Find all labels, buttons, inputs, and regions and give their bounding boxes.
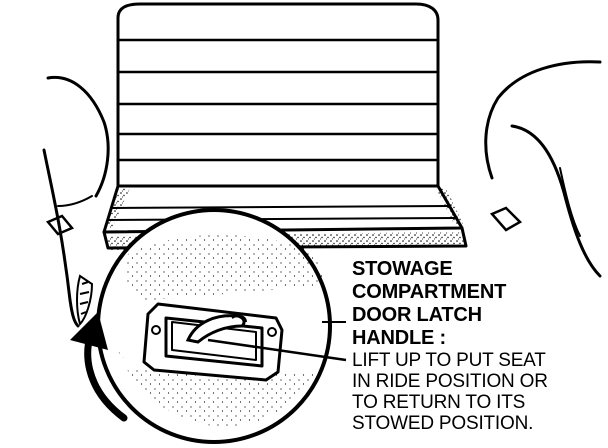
callout-title: STOWAGE COMPARTMENT DOOR LATCH HANDLE :	[352, 258, 507, 349]
curved-arrow-icon	[70, 312, 128, 422]
left-wheel-housing	[46, 75, 110, 198]
right-body-side	[510, 124, 602, 278]
speaker-grille-icon	[76, 274, 94, 326]
right-wheel-housing	[484, 60, 602, 180]
seat-back	[116, 2, 440, 188]
callout-description: LIFT UP TO PUT SEAT IN RIDE POSITION OR …	[352, 350, 548, 434]
right-side-lamp	[489, 206, 523, 232]
left-side-lamp	[45, 214, 75, 236]
latch-handle-icon	[185, 314, 246, 344]
left-body-side	[42, 148, 80, 328]
latch-callout: STOWAGE COMPARTMENT DOOR LATCH HANDLE : …	[352, 258, 604, 434]
callout-leader-line	[207, 338, 347, 362]
